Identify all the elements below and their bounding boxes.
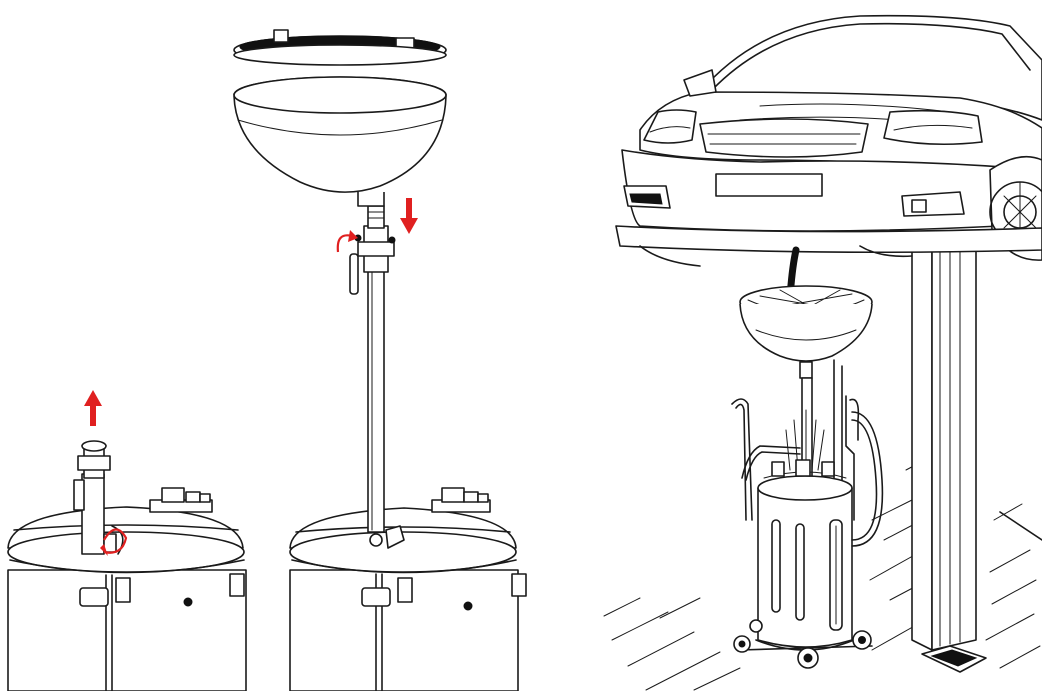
oil-drainer-unit — [731, 285, 884, 669]
left-tank — [7, 440, 247, 691]
funnel-bowl — [233, 76, 447, 207]
rotate-arrow-left — [103, 528, 128, 554]
middle-tank — [289, 487, 527, 691]
rotate-arrowhead-left — [100, 544, 108, 556]
lift-column — [911, 239, 987, 673]
lift-arms — [615, 225, 1042, 267]
rotate-arrowhead-middle — [348, 230, 358, 242]
drain-tube — [367, 269, 385, 533]
funnel-lid — [233, 29, 447, 66]
up-arrow — [84, 390, 102, 426]
down-arrow — [400, 198, 418, 234]
car — [621, 14, 1042, 261]
